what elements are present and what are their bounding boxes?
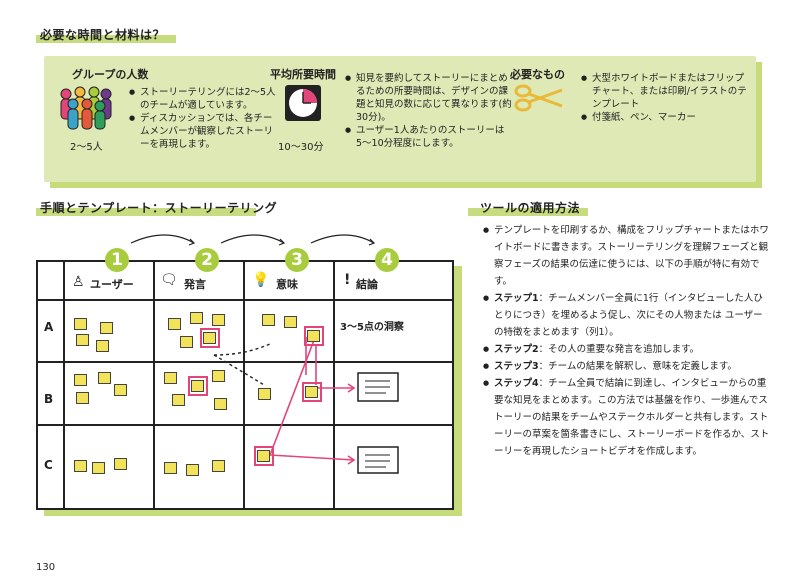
template-grid-lines <box>36 234 454 510</box>
sticky-note <box>191 380 204 392</box>
sticky-note <box>96 340 109 352</box>
template-section-title: 手順とテンプレート：ストーリーテリング <box>40 201 278 215</box>
step-number-2: 2 <box>195 248 219 272</box>
sticky-note <box>74 318 87 330</box>
group-size-heading: グループの人数 <box>72 68 149 81</box>
sticky-note <box>76 334 89 346</box>
tool-step-2: ステップ2：その人の重要な発言を追加します。 <box>483 341 772 358</box>
sticky-note <box>186 464 199 476</box>
tool-step-3: ステップ3：チームの結果を解釈し、意味を定義します。 <box>483 358 772 375</box>
lightbulb-icon: 💡 <box>252 272 270 288</box>
insight-label: 3〜5点の洞察 <box>340 322 404 333</box>
sticky-note <box>307 330 320 342</box>
time-bullet: 知見を要約してストーリーにまとめるための所要時間は、デザインの課題と知見の数に応… <box>345 72 512 124</box>
clock-icon <box>285 85 321 121</box>
tool-section-title: ツールの適用方法 <box>480 201 581 215</box>
sticky-note <box>258 388 271 400</box>
step-number-4: 4 <box>375 248 399 272</box>
tool-intro: テンプレートを印刷するか、構成をフリップチャートまたはホワイトボードに書きます。… <box>483 222 772 290</box>
sticky-note <box>203 332 216 344</box>
highlighted-note <box>188 376 208 396</box>
group-bullets: ストーリーテリングには2〜5人のチームが適しています。 ディスカッションでは、各… <box>128 86 280 151</box>
exclamation-icon: ! <box>344 272 351 288</box>
tool-instructions: テンプレートを印刷するか、構成をフリップチャートまたはホワイトボードに書きます。… <box>483 222 772 460</box>
sticky-note <box>212 314 225 326</box>
row-label-b: B <box>44 392 54 406</box>
sticky-note <box>212 370 225 382</box>
sticky-note <box>164 462 177 474</box>
group-bullet: ディスカッションでは、各チームメンバーが観察したストーリーを再現します。 <box>129 112 280 151</box>
column-header-user: ユーザー <box>90 278 134 291</box>
speech-bubble-icon: 🗨 <box>160 272 178 288</box>
sticky-note <box>74 374 87 386</box>
highlighted-note <box>254 446 274 466</box>
sticky-note <box>305 386 318 398</box>
sticky-note <box>212 460 225 472</box>
sticky-note <box>168 318 181 330</box>
highlighted-note <box>304 326 324 346</box>
highlighted-note <box>302 382 322 402</box>
tool-step-1: ステップ1：チームメンバー全員に1行（インタビューした人ひとりにつき）を埋めるよ… <box>483 290 772 341</box>
sticky-note <box>284 316 297 328</box>
sticky-note <box>92 462 105 474</box>
time-bullet: ユーザー1人あたりのストーリーは5〜10分程度にします。 <box>345 124 512 150</box>
supplies-bullets: 大型ホワイトボードまたはフリップチャート、または印刷/イラストのテンプレート 付… <box>580 72 752 124</box>
sticky-note <box>114 458 127 470</box>
sticky-note <box>74 460 87 472</box>
scissors-icon <box>514 84 563 112</box>
sticky-note <box>190 312 203 324</box>
sticky-note <box>257 450 270 462</box>
sticky-note <box>214 398 227 410</box>
column-header-meaning: 意味 <box>276 278 298 291</box>
sticky-note <box>114 384 127 396</box>
row-label-c: C <box>44 458 53 472</box>
page-number: 130 <box>36 562 56 573</box>
sticky-note <box>164 372 177 384</box>
group-size-label: 2〜5人 <box>70 142 103 153</box>
duration-label: 10〜30分 <box>278 142 324 153</box>
step-number-1: 1 <box>105 248 129 272</box>
step-number-3: 3 <box>285 248 309 272</box>
sticky-note <box>172 394 185 406</box>
person-icon: ♙ <box>72 274 85 290</box>
sticky-note <box>262 314 275 326</box>
column-header-conclusion: 結論 <box>356 278 378 291</box>
supplies-bullet: 大型ホワイトボードまたはフリップチャート、または印刷/イラストのテンプレート <box>581 72 752 111</box>
sticky-note <box>100 322 113 334</box>
tool-step-4: ステップ4：チーム全員で結論に到達し、インタビューからの重要な知見をまとめます。… <box>483 375 772 460</box>
group-bullet: ストーリーテリングには2〜5人のチームが適しています。 <box>129 86 280 112</box>
row-label-a: A <box>44 320 54 334</box>
materials-panel: グループの人数 2〜5人 ストーリーテリングには2〜5人のチームが適しています。… <box>44 56 756 182</box>
supplies-heading: 必要なもの <box>510 68 565 81</box>
sticky-note <box>98 372 111 384</box>
sticky-note <box>76 392 89 404</box>
sticky-note <box>180 336 193 348</box>
highlighted-note <box>200 328 220 348</box>
time-bullets: 知見を要約してストーリーにまとめるための所要時間は、デザインの課題と知見の数に応… <box>344 72 512 150</box>
supplies-bullet: 付箋紙、ペン、マーカー <box>581 111 752 124</box>
group-people-icon <box>60 86 112 130</box>
materials-section-title: 必要な時間と材料は？ <box>40 28 166 42</box>
time-heading: 平均所要時間 <box>270 68 336 81</box>
column-header-statement: 発言 <box>184 278 206 291</box>
